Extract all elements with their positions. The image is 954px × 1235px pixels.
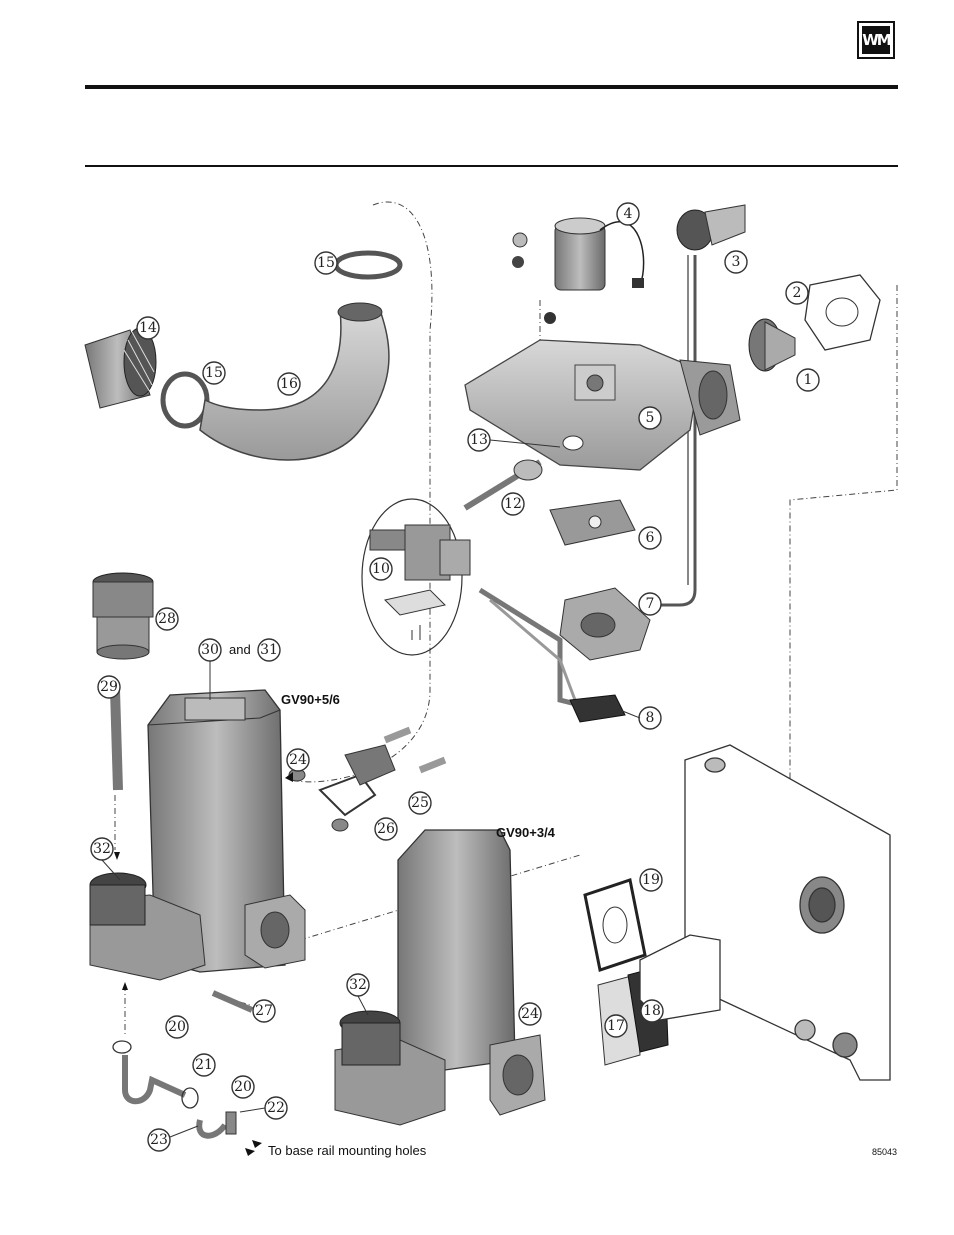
callout-23: 23 [148,1129,170,1151]
burner-housing-plate-part [465,340,740,470]
callout-8: 8 [639,707,661,729]
callout-32-bottom-text: 32 [349,977,367,993]
callout-25: 25 [409,792,431,814]
callout-23-text: 23 [150,1132,168,1148]
callout-15-top-text: 15 [317,255,335,271]
callout-30: 30 [199,639,221,661]
callout-7-text: 7 [646,596,655,612]
flue-gasket-bolts-part [289,730,445,831]
igniter-gasket-part [563,436,583,450]
callout-12: 12 [502,493,524,515]
callout-22: 22 [265,1097,287,1119]
callout-24-top-text: 24 [289,752,307,768]
callout-2-text: 2 [793,285,802,301]
callout-30-text: 30 [201,642,219,658]
callout-10: 10 [370,558,392,580]
condensate-trap-part [113,1041,236,1136]
model-label-gv90-5-6: GV90+5/6 [281,692,340,707]
callout-18: 18 [641,1000,663,1022]
callout-14-text: 14 [139,320,157,336]
callout-6-text: 6 [646,530,655,546]
callout-2: 2 [786,282,808,304]
callout-31-text: 31 [260,642,278,658]
callout-5-text: 5 [646,410,655,426]
callout-14: 14 [137,317,159,339]
callout-1-text: 1 [804,372,813,388]
callout-26-text: 26 [377,821,395,837]
base-rail-arrows [245,1140,262,1156]
figure-id: 85043 [872,1147,897,1157]
callout-13: 13 [468,429,490,451]
callout-15-top: 15 [315,252,337,274]
callout-4-text: 4 [624,206,633,222]
blower-motor-part [512,218,644,324]
condensate-tube-part [115,690,118,790]
callout-27-text: 27 [255,1003,273,1019]
callout-1: 1 [797,369,819,391]
callout-29: 29 [98,676,120,698]
callout-25-text: 25 [411,795,429,811]
callout-17-text: 17 [607,1018,625,1034]
callout-8-text: 8 [646,710,655,726]
flue-collar-gasket-part [585,880,645,970]
gas-valve-part [370,525,470,640]
hose-clamp-top-part [336,253,400,277]
boiler-section-part [640,745,890,1080]
callout-24-top: 24 [287,749,309,771]
callout-15-left: 15 [203,362,225,384]
callout-20-right: 20 [232,1076,254,1098]
callout-16: 16 [278,373,300,395]
callout-19-text: 19 [642,872,660,888]
callout-28: 28 [156,608,178,630]
callout-6: 6 [639,527,661,549]
callout-5: 5 [639,407,661,429]
callout-20-right-text: 20 [234,1079,252,1095]
callout-26: 26 [375,818,397,840]
heat-exchanger-large-part [90,690,305,980]
callout-32-left-text: 32 [93,841,111,857]
arrow-up-to-exchanger [122,982,128,990]
arrow-to-trap [114,852,120,860]
callout-22-text: 22 [267,1100,285,1116]
callout-7: 7 [639,593,661,615]
vent-adapter-part [93,573,153,659]
callout-19: 19 [640,869,662,891]
burner-base-plate-part [480,588,650,712]
air-intake-fitting-part [85,328,156,408]
callout-24-bottom-text: 24 [521,1006,539,1022]
callout-20-top: 20 [166,1016,188,1038]
and-label: and [229,642,251,657]
callout-16-text: 16 [280,376,298,392]
callout-17: 17 [605,1015,627,1037]
callout-32-left: 32 [91,838,113,860]
temperature-probe-part [213,993,252,1010]
callout-27: 27 [253,1000,275,1022]
callout-4: 4 [617,203,639,225]
base-rail-note: To base rail mounting holes [268,1143,426,1158]
callout-3-text: 3 [732,254,741,270]
callout-10-text: 10 [372,561,390,577]
callout-12-text: 12 [504,496,522,512]
callout-15-left-text: 15 [205,365,223,381]
hose-clamp-left-part [163,374,207,426]
callout-28-text: 28 [158,611,176,627]
callout-29-text: 29 [100,679,118,695]
callout-24-bottom: 24 [519,1003,541,1025]
callout-31: 31 [258,639,280,661]
callout-13-text: 13 [470,432,488,448]
callout-3: 3 [725,251,747,273]
burner-orifice-part [749,319,795,371]
callout-20-top-text: 20 [168,1019,186,1035]
callout-21-text: 21 [195,1057,213,1073]
model-label-gv90-3-4: GV90+3/4 [496,825,555,840]
callout-32-bottom: 32 [347,974,369,996]
callout-21: 21 [193,1054,215,1076]
callout-18-text: 18 [643,1003,661,1019]
